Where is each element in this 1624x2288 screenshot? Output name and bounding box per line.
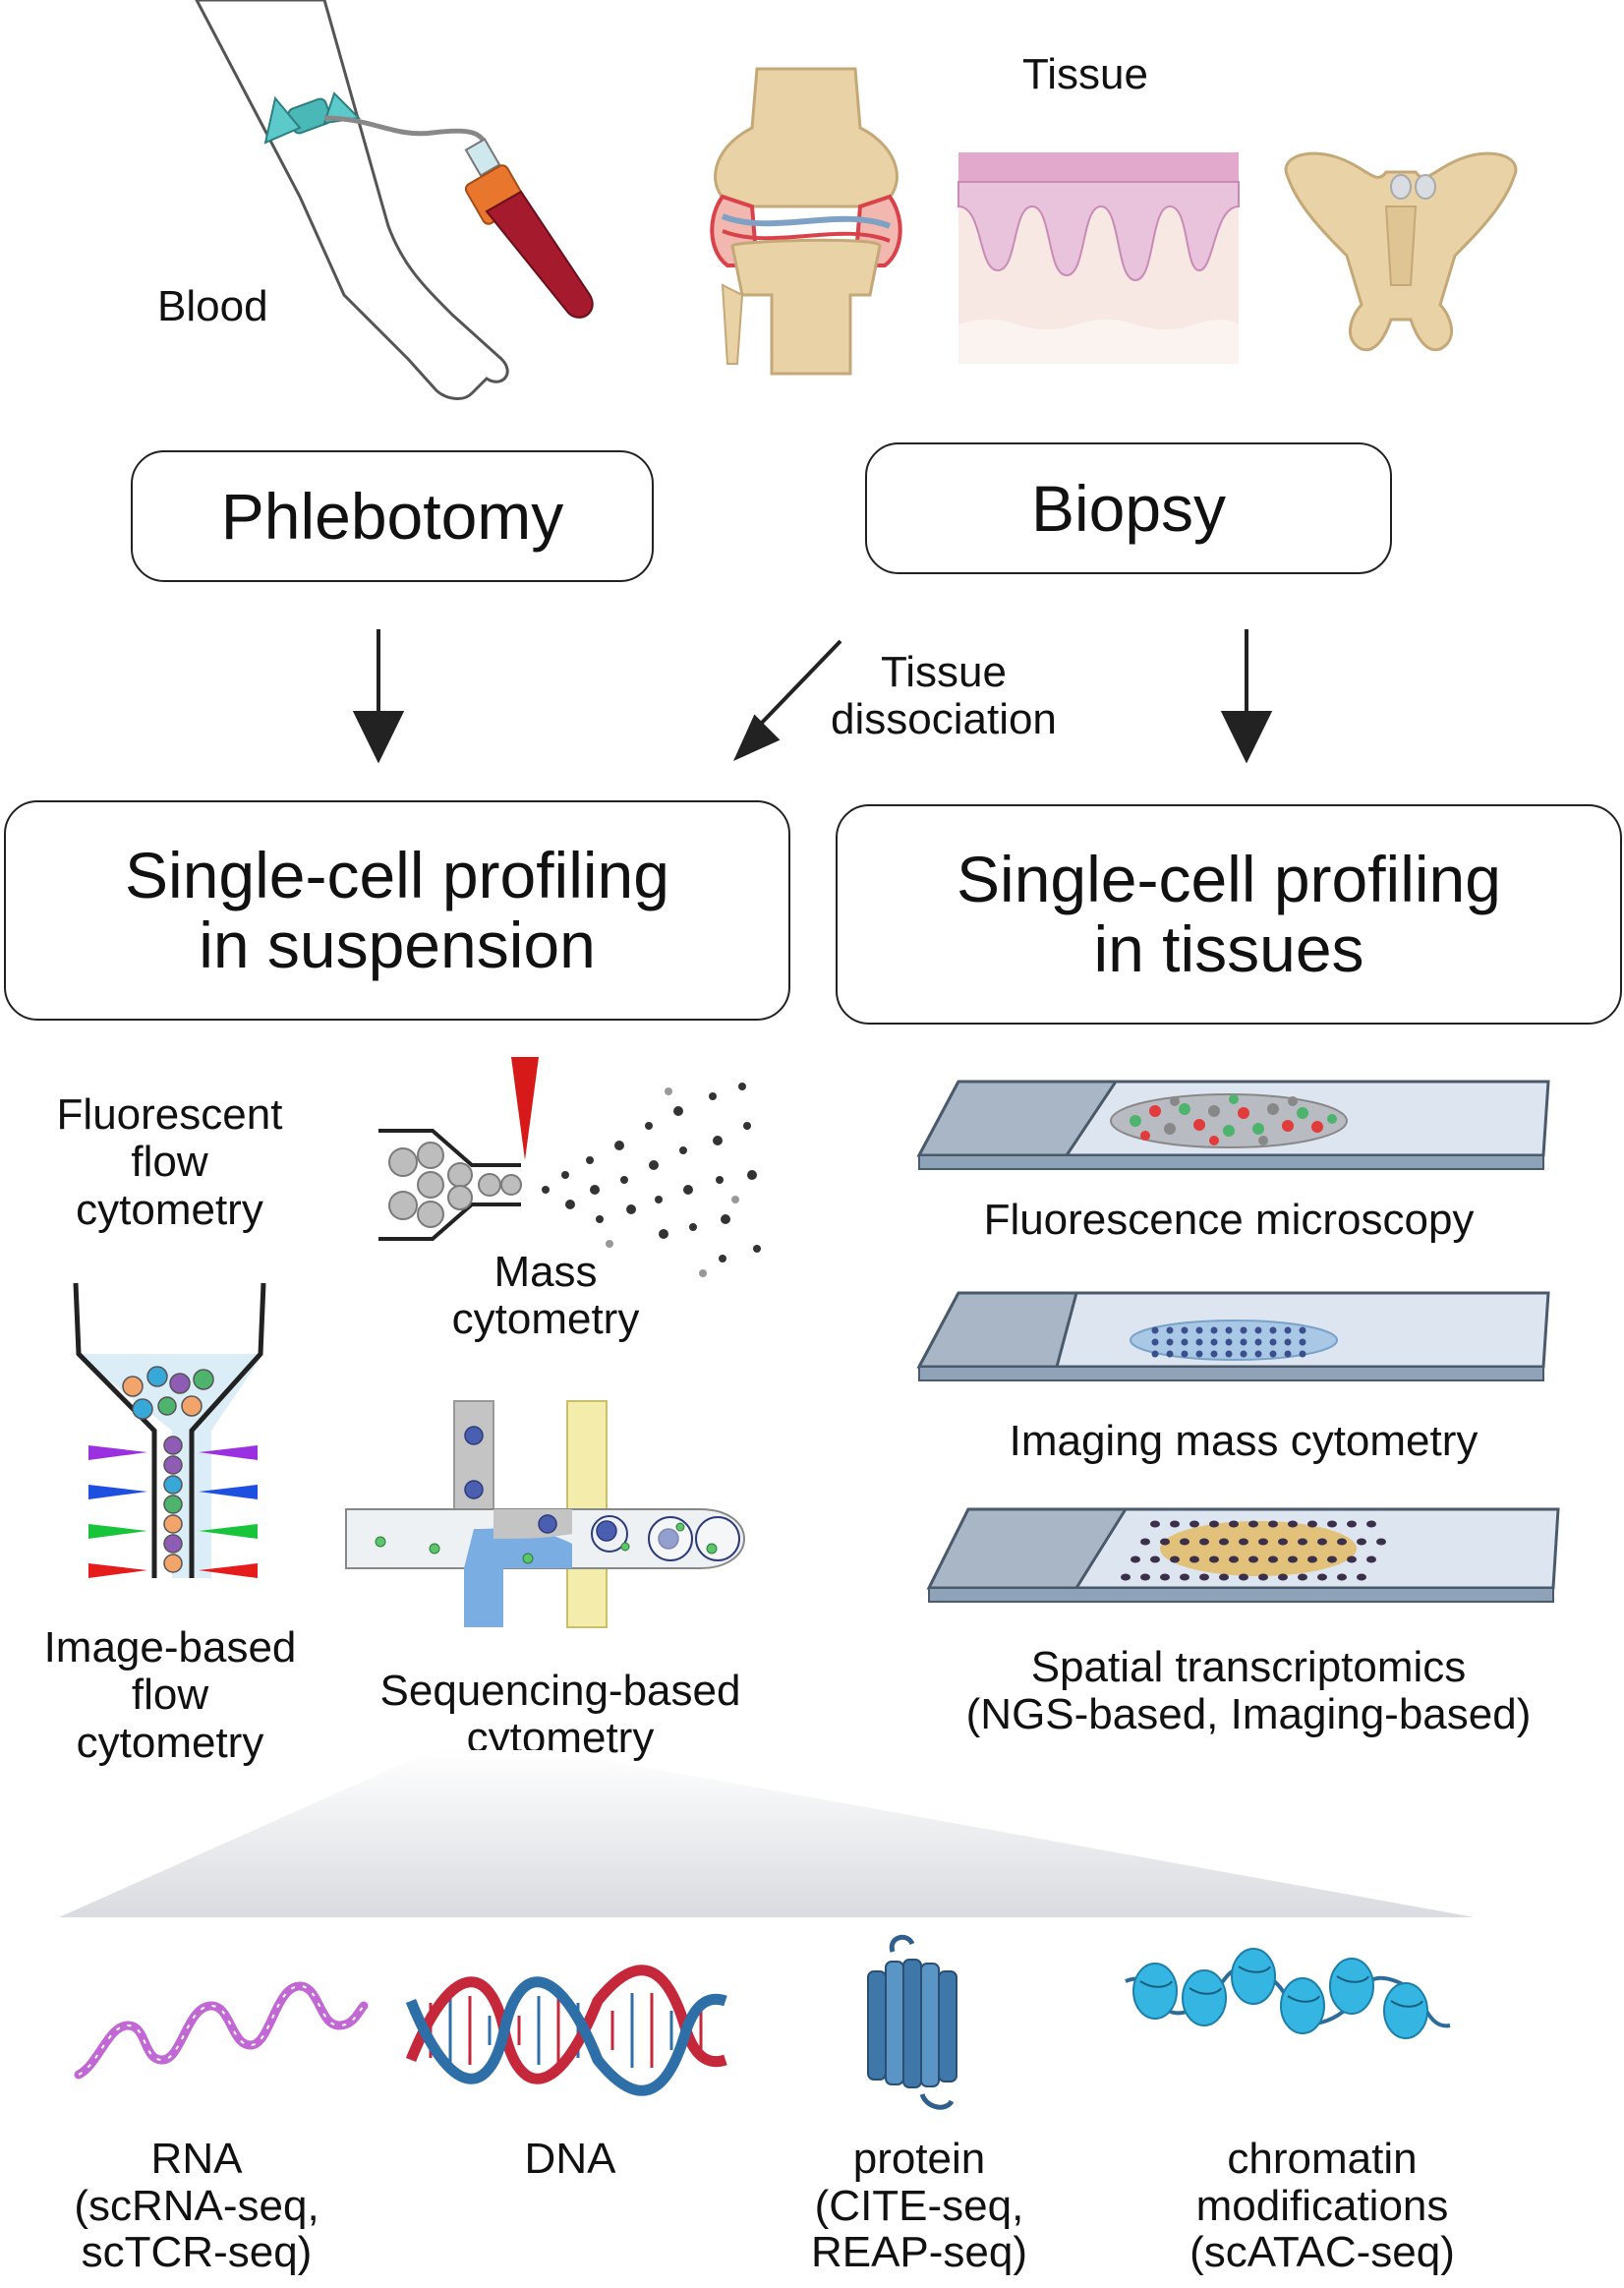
skin-tissue-illustration xyxy=(957,152,1240,364)
spatial-transcriptomics-label: Spatial transcriptomics (NGS-based, Imag… xyxy=(965,1643,1532,1739)
tissue-dissociation-label: Tissue dissociation xyxy=(831,648,1057,744)
sequencing-based-cytometry-label: Sequencing-based cytometry xyxy=(379,1667,741,1763)
tissues-profiling-box: Single-cell profiling in tissues xyxy=(836,804,1622,1025)
arrow-phlebotomy-to-suspension xyxy=(352,629,405,764)
knee-joint-illustration xyxy=(710,67,902,376)
tissue-label: Tissue xyxy=(1022,50,1148,98)
sequencing-cytometry-illustration xyxy=(345,1400,745,1628)
phlebotomy-box: Phlebotomy xyxy=(131,450,654,582)
pelvis-bone-illustration xyxy=(1284,151,1518,352)
fluorescent-flow-cytometry-label: Fluorescent flow cytometry xyxy=(56,1090,283,1234)
arrow-biopsy-to-tissues xyxy=(1220,629,1273,764)
imaging-mass-cytometry-label: Imaging mass cytometry xyxy=(1009,1417,1479,1465)
suspension-profiling-box: Single-cell profiling in suspension xyxy=(4,800,790,1021)
phlebotomy-label: Phlebotomy xyxy=(220,480,564,553)
protein-icon xyxy=(867,1934,957,2110)
fluorescence-microscopy-label: Fluorescence microscopy xyxy=(983,1196,1475,1244)
chromatin-icon xyxy=(1125,1948,1451,2039)
image-based-flow-cytometry-label: Image-based flow cytometry xyxy=(43,1623,297,1767)
arm-blood-draw-illustration xyxy=(195,0,594,400)
flow-cytometry-funnel-illustration xyxy=(73,1282,266,1578)
biopsy-box: Biopsy xyxy=(865,442,1392,574)
biopsy-label: Biopsy xyxy=(1030,472,1227,545)
rna-modality-label: RNA (scRNA-seq, scTCR-seq) xyxy=(74,2135,319,2277)
protein-modality-label: protein (CITE-seq, REAP-seq) xyxy=(810,2135,1028,2277)
mass-cytometry-label: Mass cytometry xyxy=(451,1248,640,1344)
mass-cytometry-illustration xyxy=(378,1057,761,1277)
rna-icon xyxy=(74,1981,369,2080)
fluorescence-microscopy-slide xyxy=(916,1080,1550,1170)
dna-icon xyxy=(405,1965,727,2096)
chromatin-modality-label: chromatin modifications (scATAC-seq) xyxy=(1189,2135,1455,2277)
spatial-transcriptomics-slide xyxy=(926,1507,1560,1603)
dna-modality-label: DNA xyxy=(524,2135,616,2183)
arrow-dissociation-to-suspension xyxy=(733,639,842,761)
flow-arrows xyxy=(352,629,1273,764)
imaging-mass-cytometry-slide xyxy=(916,1291,1550,1381)
zoom-wedge-shading xyxy=(59,1750,1475,1917)
blood-label: Blood xyxy=(157,282,268,330)
